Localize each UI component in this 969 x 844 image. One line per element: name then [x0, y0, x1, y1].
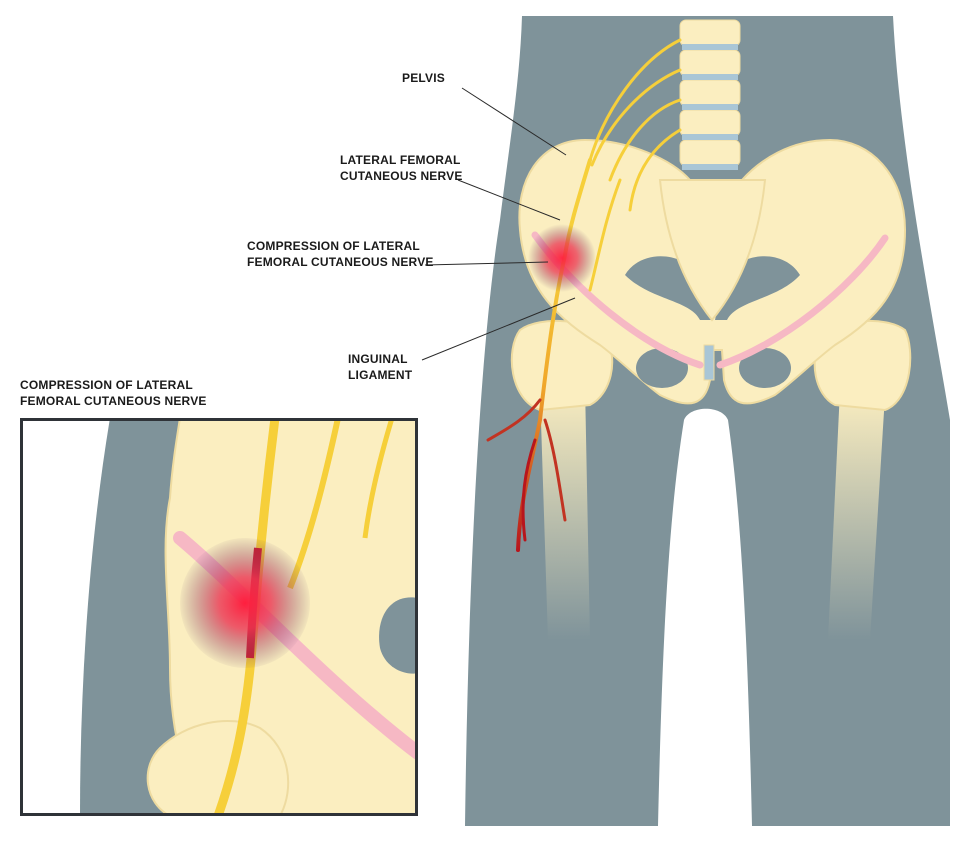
- inset-title-line2: FEMORAL CUTANEOUS NERVE: [20, 394, 207, 408]
- label-inguinal-line2: LIGAMENT: [348, 368, 413, 382]
- sacrum: [658, 179, 767, 322]
- compression-glow: [528, 224, 596, 292]
- label-pelvis-text: PELVIS: [402, 71, 445, 85]
- femur-right: [828, 390, 885, 640]
- label-compression: COMPRESSION OF LATERAL FEMORAL CUTANEOUS…: [247, 238, 434, 270]
- label-inguinal-ligament: INGUINAL LIGAMENT: [348, 351, 418, 383]
- label-lfcn: LATERAL FEMORAL CUTANEOUS NERVE: [340, 152, 463, 184]
- inset-illustration: [23, 421, 415, 813]
- obturator-right: [739, 348, 791, 388]
- label-inguinal-line1: INGUINAL: [348, 352, 408, 366]
- inguinal-ligament-right: [716, 234, 889, 369]
- label-compression-line2: FEMORAL CUTANEOUS NERVE: [247, 255, 434, 269]
- label-lfcn-line2: CUTANEOUS NERVE: [340, 169, 463, 183]
- label-pelvis: PELVIS: [402, 70, 445, 86]
- pubic-symphysis: [703, 344, 715, 381]
- inset-hole: [379, 597, 415, 674]
- lumbar-spine: [679, 19, 741, 170]
- inset-compression-glow: [180, 538, 310, 668]
- inset-nerve-3: [362, 421, 394, 539]
- label-lfcn-line1: LATERAL FEMORAL: [340, 153, 461, 167]
- inset-title-line1: COMPRESSION OF LATERAL: [20, 378, 193, 392]
- inset-femur-head: [146, 720, 290, 813]
- label-compression-line1: COMPRESSION OF LATERAL: [247, 239, 420, 253]
- inset-title: COMPRESSION OF LATERAL FEMORAL CUTANEOUS…: [20, 377, 207, 409]
- inset-zoom-panel: [20, 418, 418, 816]
- leader-lines: [421, 87, 576, 361]
